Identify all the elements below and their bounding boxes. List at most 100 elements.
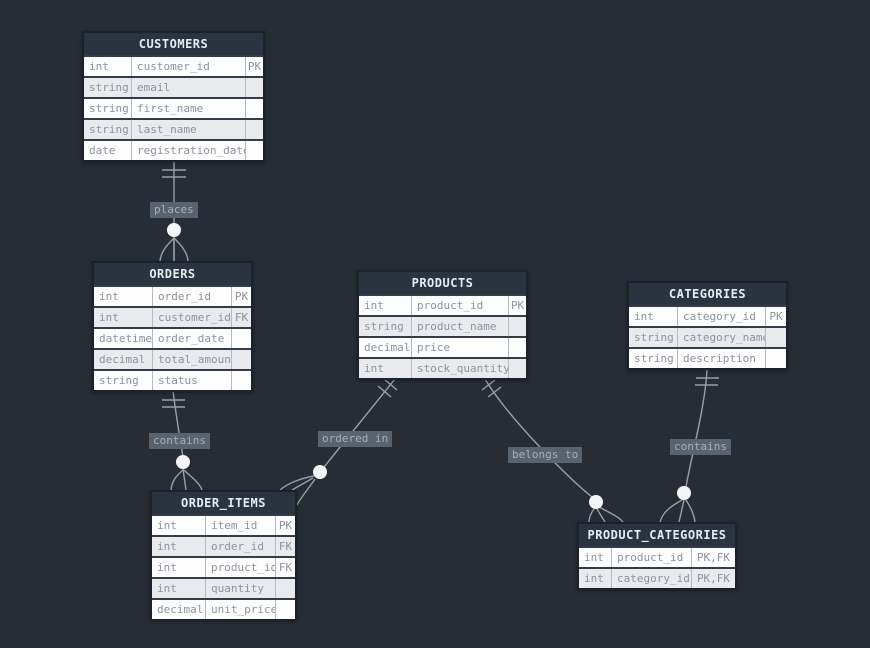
- cell-key: PK: [231, 287, 251, 306]
- edge-products-product-categories[interactable]: [481, 378, 624, 523]
- cell-type: string: [364, 320, 404, 333]
- table-title[interactable]: CATEGORIES: [629, 283, 786, 305]
- cell-type: datetime: [99, 332, 152, 345]
- cell-field: last_name: [131, 120, 245, 139]
- relationship-label-contains-2[interactable]: contains: [670, 439, 731, 455]
- edge-categories-product-categories[interactable]: [659, 369, 719, 523]
- cell-key: [508, 359, 526, 378]
- cell-key: [231, 350, 251, 369]
- table-row: string product_name: [359, 315, 526, 336]
- cell-field: order_id: [152, 287, 231, 306]
- cell-type: string: [89, 123, 129, 136]
- cell-field: status: [152, 371, 231, 390]
- cell-field: product_name: [411, 317, 508, 336]
- cell-key: PK: [508, 296, 526, 315]
- relationship-label-belongs-to[interactable]: belongs to: [508, 447, 583, 463]
- cell-key: [765, 349, 786, 368]
- cell-key: [231, 329, 251, 348]
- table-title[interactable]: ORDERS: [94, 263, 251, 285]
- cell-type: int: [157, 561, 177, 574]
- cell-key: PK: [245, 57, 263, 76]
- cell-key: PK: [275, 516, 295, 535]
- edge-line[interactable]: [323, 378, 396, 468]
- cell-type: int: [157, 582, 177, 595]
- edge-line[interactable]: [484, 378, 593, 498]
- cell-type: int: [364, 362, 384, 375]
- cell-field: registration_date: [131, 141, 245, 160]
- cell-field: item_id: [205, 516, 275, 535]
- table-row: int quantity: [152, 577, 295, 598]
- edge-endpoint-dot[interactable]: [176, 455, 190, 469]
- crowfoot-many-icon: [588, 506, 624, 523]
- edge-line[interactable]: [172, 390, 184, 458]
- edge-products-order-items[interactable]: [279, 378, 398, 506]
- relationship-label-ordered-in[interactable]: ordered in: [318, 431, 393, 447]
- cell-field: first_name: [131, 99, 245, 118]
- edge-endpoint-dot[interactable]: [589, 495, 603, 509]
- crowfoot-many-icon: [159, 237, 189, 262]
- cell-key: [245, 99, 263, 118]
- cell-field: stock_quantity: [411, 359, 508, 378]
- cell-field: total_amount: [152, 350, 231, 369]
- cell-field: category_id: [611, 569, 691, 588]
- cell-field: unit_price: [205, 600, 275, 619]
- cardinality-one-ticks: [377, 378, 398, 398]
- cell-type: int: [364, 299, 384, 312]
- cell-field: order_date: [152, 329, 231, 348]
- cardinality-one-ticks: [162, 399, 185, 408]
- relationship-label-contains-1[interactable]: contains: [149, 433, 210, 449]
- table-title[interactable]: PRODUCT_CATEGORIES: [579, 524, 735, 546]
- cell-field: product_id: [205, 558, 275, 577]
- cell-field: category_name: [677, 328, 765, 347]
- cell-field: description: [677, 349, 765, 368]
- edge-endpoint-dot[interactable]: [677, 486, 691, 500]
- cell-type: decimal: [157, 603, 204, 616]
- cell-field: price: [411, 338, 508, 357]
- cell-type: int: [89, 60, 109, 73]
- table-title[interactable]: PRODUCTS: [359, 272, 526, 294]
- cell-field: customer_id: [152, 308, 231, 327]
- cell-key: [275, 579, 295, 598]
- cell-key: [231, 371, 251, 390]
- cell-type: decimal: [99, 353, 146, 366]
- edge-endpoint-dot[interactable]: [313, 465, 327, 479]
- cell-type: string: [99, 374, 139, 387]
- edge-line[interactable]: [685, 369, 708, 488]
- cell-field: product_id: [611, 548, 691, 567]
- relationship-label-places[interactable]: places: [150, 202, 198, 218]
- table-row: decimal total_amount: [94, 348, 251, 369]
- edge-orders-order-items[interactable]: [162, 390, 203, 491]
- cell-key: [245, 141, 263, 160]
- cell-key: FK: [275, 558, 295, 577]
- cell-key: [508, 317, 526, 336]
- cell-field: category_id: [677, 307, 765, 326]
- edge-endpoint-dot[interactable]: [167, 223, 181, 237]
- cardinality-one-ticks: [695, 377, 719, 386]
- table-title[interactable]: ORDER_ITEMS: [152, 492, 295, 514]
- cell-type: int: [99, 311, 119, 324]
- table-title[interactable]: CUSTOMERS: [84, 33, 263, 55]
- cell-field: quantity: [205, 579, 275, 598]
- crowfoot-many-icon: [170, 468, 203, 491]
- cell-type: string: [634, 352, 674, 365]
- cell-key: FK: [231, 308, 251, 327]
